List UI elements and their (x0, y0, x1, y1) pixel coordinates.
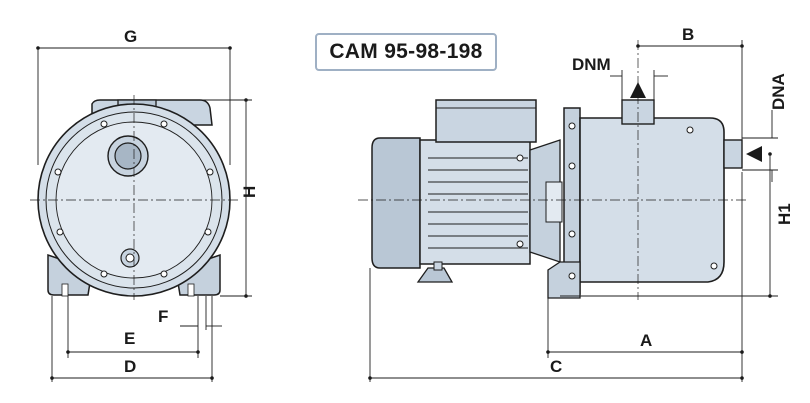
side-dimension-lines (368, 40, 778, 382)
dim-label-h: H (240, 186, 259, 198)
front-dimension-lines (36, 46, 252, 382)
pump-side-view (371, 99, 743, 299)
model-title-box: CAM 95-98-198 (315, 33, 497, 71)
dim-label-b: B (682, 25, 694, 44)
dim-label-h1: H1 (775, 203, 794, 225)
port-arrows (630, 82, 762, 162)
dim-label-g: G (124, 27, 137, 46)
dim-label-e: E (124, 329, 135, 348)
dim-label-c: C (550, 357, 562, 376)
dim-label-dna: DNA (769, 73, 788, 110)
dim-label-dnm: DNM (572, 55, 611, 74)
dim-label-d: D (124, 357, 136, 376)
dim-label-f: F (158, 307, 168, 326)
dim-label-a: A (640, 331, 652, 350)
pump-front-view (37, 99, 231, 297)
front-center-lines (30, 95, 240, 300)
model-title: CAM 95-98-198 (329, 40, 483, 63)
